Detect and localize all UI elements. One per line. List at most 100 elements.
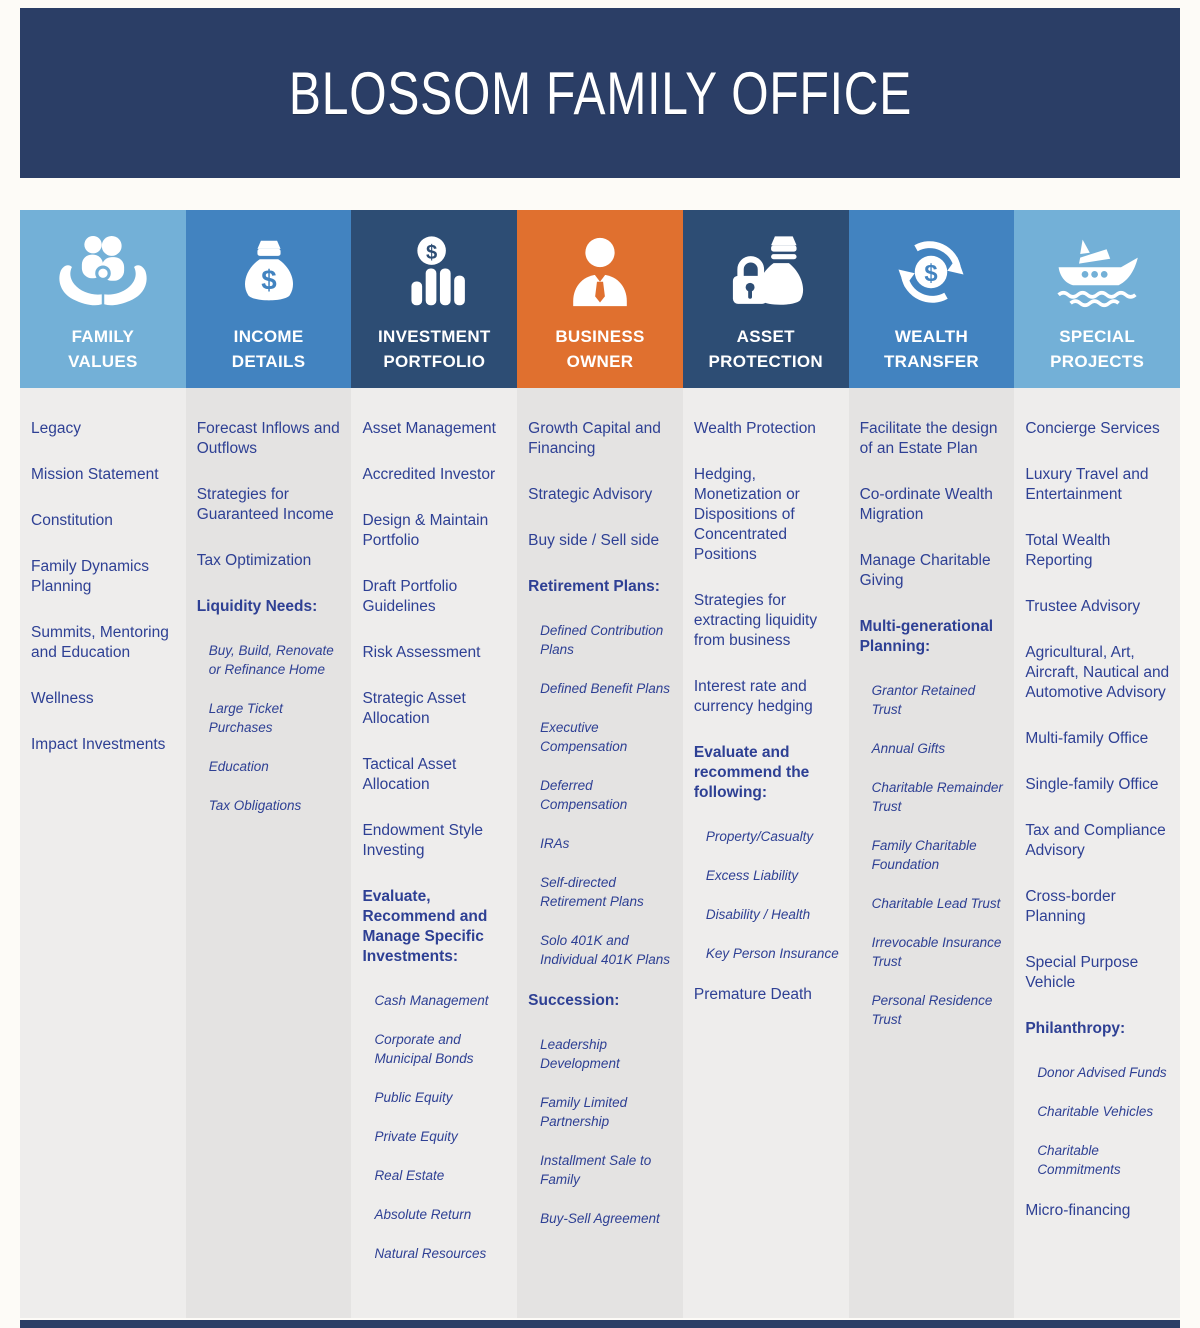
- svg-text:$: $: [261, 264, 277, 295]
- list-item: Absolute Return: [374, 1207, 472, 1222]
- list-item: Buy-Sell Agreement: [540, 1211, 660, 1226]
- list-item: Buy, Build, Renovate or Refinance Home: [208, 643, 334, 677]
- list-item: Facilitate the design of an Estate Plan: [859, 420, 998, 457]
- list-item: Solo 401K and Individual 401K Plans: [540, 933, 670, 967]
- list-item: Wealth Protection: [693, 420, 816, 437]
- list-item: Asset Management: [362, 420, 496, 437]
- list-item: Multi-generational Planning:: [859, 618, 994, 655]
- list-item: Luxury Travel and Entertainment: [1025, 466, 1149, 503]
- footer-bar: [20, 1320, 1180, 1328]
- list-item: Evaluate and recommend the following:: [693, 744, 810, 801]
- column-header: FAMILY VALUES: [20, 210, 186, 388]
- money-bag-lock-icon: [724, 210, 808, 320]
- list-item: Accredited Investor: [362, 466, 496, 483]
- list-item: Charitable Lead Trust: [871, 896, 1001, 911]
- column-title: INCOME DETAILS: [231, 327, 306, 371]
- list-item: Retirement Plans:: [528, 578, 660, 595]
- yacht-icon: [1049, 210, 1145, 320]
- list-item: Key Person Insurance: [705, 946, 839, 961]
- column-title: ASSET PROTECTION: [708, 327, 823, 371]
- list-item: Defined Contribution Plans: [540, 623, 664, 657]
- column-header: $ INVESTMENT PORTFOLIO: [351, 210, 518, 388]
- column-wealth-transfer: $ WEALTH TRANSFER Facilitate the design …: [848, 210, 1015, 1318]
- list-item: Evaluate, Recommend and Manage Specific …: [362, 888, 488, 965]
- list-item: Total Wealth Reporting: [1025, 532, 1111, 569]
- list-item: Executive Compensation: [540, 720, 628, 754]
- list-item: Irrevocable Insurance Trust: [871, 935, 1002, 969]
- svg-text:$: $: [426, 242, 437, 264]
- page-title: BLOSSOM FAMILY OFFICE: [288, 59, 912, 127]
- list-item: Charitable Vehicles: [1037, 1104, 1154, 1119]
- column-header: ASSET PROTECTION: [682, 210, 849, 388]
- column-income-details: $ INCOME DETAILS Forecast Inflows and Ou…: [185, 210, 352, 1318]
- list-item: Installment Sale to Family: [540, 1153, 652, 1187]
- list-item: Private Equity: [374, 1129, 458, 1144]
- list-item: IRAs: [540, 836, 570, 851]
- list-item: Summits, Mentoring and Education: [31, 624, 169, 661]
- list-item: Premature Death: [693, 986, 812, 1003]
- list-item: Micro-financing: [1025, 1202, 1131, 1219]
- list-item: Mission Statement: [31, 466, 159, 483]
- list-item: Tax and Compliance Advisory: [1025, 822, 1166, 859]
- list-item: Natural Resources: [374, 1246, 487, 1261]
- column-title: INVESTMENT PORTFOLIO: [378, 327, 491, 371]
- list-item: Personal Residence Trust: [871, 993, 993, 1027]
- list-item: Family Limited Partnership: [540, 1095, 628, 1129]
- list-item: Risk Assessment: [362, 644, 481, 661]
- list-item: Succession:: [528, 992, 620, 1009]
- list-item: Real Estate: [374, 1168, 445, 1183]
- list-item: Excess Liability: [705, 868, 799, 883]
- businessman-icon: [561, 210, 639, 320]
- list-item: Grantor Retained Trust: [871, 683, 976, 717]
- column-header: $ WEALTH TRANSFER: [848, 210, 1015, 388]
- list-item: Single-family Office: [1025, 776, 1159, 793]
- list-item: Forecast Inflows and Outflows: [196, 420, 340, 457]
- list-item: Buy side / Sell side: [528, 532, 660, 549]
- column-title: FAMILY VALUES: [68, 327, 138, 371]
- list-item: Legacy: [31, 420, 81, 437]
- column-title: WEALTH TRANSFER: [883, 327, 979, 371]
- list-item: Leadership Development: [540, 1037, 620, 1071]
- list-item: Endowment Style Investing: [362, 822, 484, 859]
- column-header: BUSINESS OWNER: [517, 210, 683, 388]
- list-item: Charitable Remainder Trust: [871, 780, 1003, 814]
- dollar-cycle-icon: $: [891, 210, 971, 320]
- list-item: Special Purpose Vehicle: [1025, 954, 1139, 991]
- list-item: Liquidity Needs:: [196, 598, 318, 615]
- list-item: Wellness: [31, 690, 94, 707]
- list-item: Strategic Advisory: [528, 486, 653, 503]
- list-item: Corporate and Municipal Bonds: [374, 1032, 474, 1066]
- list-item: Trustee Advisory: [1025, 598, 1141, 615]
- list-item: Large Ticket Purchases: [208, 701, 283, 735]
- list-item: Tactical Asset Allocation: [362, 756, 457, 793]
- list-item: Deferred Compensation: [540, 778, 628, 812]
- list-item: Multi-family Office: [1025, 730, 1149, 747]
- money-bag-icon: $: [232, 210, 306, 320]
- list-item: Tax Optimization: [196, 552, 312, 569]
- list-item: Co-ordinate Wealth Migration: [859, 486, 993, 523]
- column-header: $ INCOME DETAILS: [185, 210, 352, 388]
- svg-text:$: $: [925, 260, 938, 287]
- column-title: SPECIAL PROJECTS: [1050, 327, 1145, 371]
- family-hands-icon: [53, 210, 153, 320]
- list-item: Self-directed Retirement Plans: [540, 875, 644, 909]
- list-item: Tax Obligations: [208, 798, 302, 813]
- list-item: Concierge Services: [1025, 420, 1160, 437]
- list-item: Design & Maintain Portfolio: [362, 512, 489, 549]
- list-item: Draft Portfolio Guidelines: [362, 578, 458, 615]
- list-item: Philanthropy:: [1025, 1020, 1126, 1037]
- list-item: Strategies for Guaranteed Income: [196, 486, 334, 523]
- column-header: SPECIAL PROJECTS: [1014, 210, 1181, 388]
- list-item: Cross-border Planning: [1025, 888, 1116, 925]
